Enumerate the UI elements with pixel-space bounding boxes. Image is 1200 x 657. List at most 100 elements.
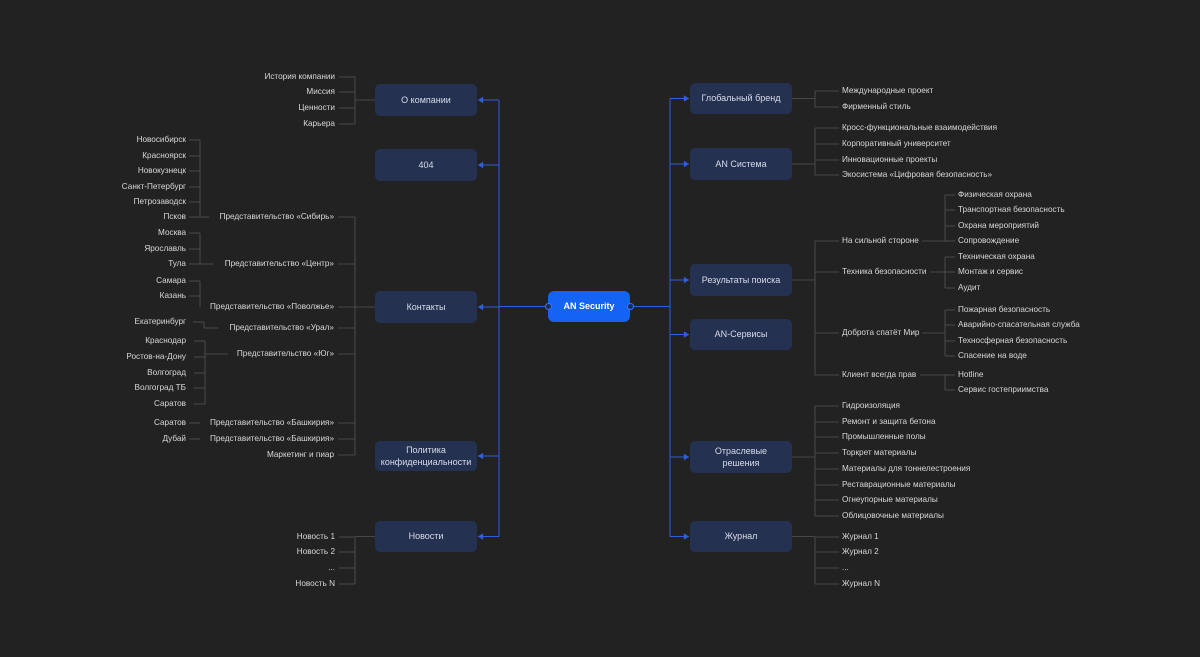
rep-2-city-0[interactable]: Самара: [156, 276, 186, 285]
search-1-item-0[interactable]: Техническая охрана: [958, 252, 1035, 261]
rep-item-5[interactable]: Представительство «Башкирия»: [209, 418, 334, 427]
industry-item-7[interactable]: Облицовочные материалы: [842, 511, 944, 520]
right-branch-3[interactable]: AN-Сервисы: [690, 319, 792, 350]
rep-6-city-0[interactable]: Дубай: [162, 434, 186, 443]
left-branch-3[interactable]: Политика конфиденциальности: [375, 441, 477, 471]
rep-4-city-3[interactable]: Волгоград ТБ: [134, 383, 187, 392]
rep-4-city-4[interactable]: Саратов: [153, 399, 186, 408]
rep-item-3[interactable]: Представительство «Урал»: [229, 323, 334, 332]
industry-item-4[interactable]: Материалы для тоннелестроения: [842, 464, 971, 473]
rep-0-city-5[interactable]: Псков: [163, 212, 186, 221]
search-1-item-2[interactable]: Аудит: [958, 283, 981, 292]
rep-0-city-0[interactable]: Новосибирск: [136, 135, 186, 144]
left-branch-arrow-0: [478, 96, 484, 104]
left-branch-0[interactable]: О компании: [375, 84, 477, 116]
right-branch-5[interactable]: Журнал: [690, 521, 792, 552]
left-branch-4[interactable]: Новости: [375, 521, 477, 552]
search-3-item-0[interactable]: Hotline: [958, 370, 984, 379]
journal-item-2[interactable]: ...: [842, 563, 849, 572]
search-item-0[interactable]: На сильной стороне: [842, 236, 919, 245]
search-2-item-0[interactable]: Пожарная безопасность: [958, 305, 1051, 314]
about-item-2[interactable]: Ценности: [298, 103, 335, 112]
about-item-0[interactable]: История компании: [264, 72, 335, 81]
rep-item-1[interactable]: Представительство «Центр»: [224, 259, 334, 268]
about-item-3[interactable]: Карьера: [303, 119, 335, 128]
right-branch-5-label: Журнал: [724, 531, 758, 542]
industry-item-6[interactable]: Огнеупорные материалы: [842, 495, 938, 504]
left-branch-arrow-3: [478, 452, 484, 460]
right-branch-3-label: AN-Сервисы: [714, 329, 768, 340]
left-branch-1[interactable]: 404: [375, 149, 477, 181]
industry-item-2[interactable]: Промышленные полы: [842, 432, 926, 441]
search-0-item-0[interactable]: Физическая охрана: [958, 190, 1032, 199]
industry-item-5[interactable]: Реставрационные материалы: [842, 480, 956, 489]
search-2-item-1[interactable]: Аварийно-спасательная служба: [958, 320, 1080, 329]
system-item-1[interactable]: Корпоративный университет: [842, 139, 951, 148]
right-branch-4-label: Отраслевые решения: [714, 445, 768, 468]
rep-item-7[interactable]: Маркетинг и пиар: [266, 450, 334, 459]
search-item-3[interactable]: Клиент всегда прав: [842, 370, 917, 379]
rep-item-0[interactable]: Представительство «Сибирь»: [219, 212, 334, 221]
rep-1-city-0[interactable]: Москва: [158, 228, 186, 237]
right-branch-arrow-0: [683, 95, 689, 102]
search-2-item-2[interactable]: Техносферная безопасность: [958, 336, 1068, 345]
rep-4-city-2[interactable]: Волгоград: [147, 368, 186, 377]
rep-0-city-4[interactable]: Петрозаводск: [133, 197, 186, 206]
rep-item-6[interactable]: Представительство «Башкирия»: [209, 434, 334, 443]
right-branch-0[interactable]: Глобальный бренд: [690, 83, 792, 114]
right-branch-1-label: AN Система: [715, 158, 767, 169]
news-item-2[interactable]: ...: [328, 563, 335, 572]
search-3-item-1[interactable]: Сервис гостеприимства: [958, 385, 1049, 394]
system-item-3[interactable]: Экосистема «Цифровая безопасность»: [842, 170, 993, 179]
journal-item-1[interactable]: Журнал 2: [842, 547, 879, 556]
system-item-2[interactable]: Инновационные проекты: [842, 155, 938, 164]
rep-0-city-3[interactable]: Санкт-Петербург: [121, 182, 186, 191]
journal-item-0[interactable]: Журнал 1: [842, 532, 879, 541]
right-branch-1[interactable]: AN Система: [690, 148, 792, 180]
center-right-dot: [626, 303, 634, 310]
search-1-item-1[interactable]: Монтаж и сервис: [958, 267, 1024, 276]
industry-item-0[interactable]: Гидроизоляция: [842, 401, 900, 410]
center-node[interactable]: AN Security: [548, 291, 630, 322]
left-branch-2[interactable]: Контакты: [375, 291, 477, 323]
news-item-3[interactable]: Новость N: [295, 579, 335, 588]
system-item-0[interactable]: Кросс-функциональные взаимодействия: [842, 123, 998, 132]
right-branch-2-label: Результаты поиска: [701, 274, 781, 285]
news-item-0[interactable]: Новость 1: [296, 532, 335, 541]
right-branch-arrow-2: [683, 276, 689, 284]
brand-item-1[interactable]: Фирменный стиль: [842, 102, 911, 111]
brand-item-0[interactable]: Международные проект: [842, 86, 934, 95]
left-branch-2-label: Контакты: [406, 301, 446, 312]
left-branch-arrow-1: [478, 161, 484, 169]
search-item-2[interactable]: Доброта спатёт Мир: [842, 328, 920, 337]
rep-item-4[interactable]: Представительство «Юг»: [236, 349, 334, 358]
search-item-1[interactable]: Техника безопасности: [842, 267, 927, 276]
search-2-item-3[interactable]: Спасение на воде: [958, 351, 1027, 360]
right-branch-4[interactable]: Отраслевые решения: [690, 441, 792, 473]
rep-1-city-1[interactable]: Ярославль: [144, 244, 186, 253]
rep-item-2[interactable]: Представительство «Поволжье»: [210, 302, 334, 311]
rep-0-city-1[interactable]: Красноярск: [142, 151, 186, 160]
rep-1-city-2[interactable]: Тула: [168, 259, 186, 268]
industry-item-1[interactable]: Ремонт и защита бетона: [842, 417, 936, 426]
rep-0-city-2[interactable]: Новокузнецк: [137, 166, 186, 175]
center-left-dot: [544, 303, 552, 310]
about-item-1[interactable]: Миссия: [306, 87, 335, 96]
rep-4-city-1[interactable]: Ростов-на-Дону: [126, 352, 186, 361]
search-0-item-1[interactable]: Транспортная безопасность: [958, 205, 1065, 214]
right-branch-2[interactable]: Результаты поиска: [690, 264, 792, 296]
left-branch-arrow-2: [478, 303, 484, 311]
rep-2-city-1[interactable]: Казань: [159, 291, 186, 300]
search-0-item-3[interactable]: Сопровождение: [958, 236, 1020, 245]
rep-4-city-0[interactable]: Краснодар: [145, 336, 186, 345]
search-0-item-2[interactable]: Охрана мероприятий: [958, 221, 1040, 230]
left-branch-3-label: Политика конфиденциальности: [380, 444, 472, 467]
news-item-1[interactable]: Новость 2: [296, 547, 335, 556]
journal-item-3[interactable]: Журнал N: [842, 579, 881, 588]
left-branch-4-label: Новости: [408, 531, 444, 542]
industry-item-3[interactable]: Торкрет материалы: [842, 448, 917, 457]
rep-5-city-0[interactable]: Саратов: [153, 418, 186, 427]
rep-3-city-0[interactable]: Екатеринбург: [134, 317, 186, 326]
